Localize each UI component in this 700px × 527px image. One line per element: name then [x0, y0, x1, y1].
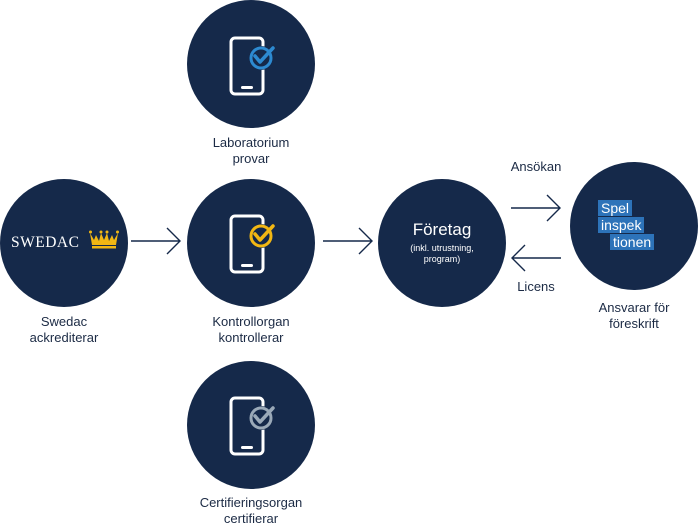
foretag-subtitle-line-2: program): [423, 254, 461, 264]
foretag-subtitle-line-1: (inkl. utrustning,: [410, 243, 474, 253]
phone-check-icon-laboratorium: [229, 36, 275, 96]
edge-label-licens: Licens: [517, 279, 555, 294]
arrow-spelinspektionen-to-foretag: [511, 244, 561, 272]
foretag-title: Företag: [412, 220, 472, 239]
certifieringsorgan-label: Certifieringsorgan certifierar: [177, 495, 325, 527]
kontrollorgan-label-line-2: kontrollerar: [218, 330, 284, 345]
arrow-foretag-to-spelinspektionen: [511, 194, 561, 222]
swedac-label: Swedac ackrediterar: [0, 314, 128, 346]
swedac-label-line-1: Swedac: [40, 314, 88, 329]
swedac-logo-text: SWEDAC: [11, 234, 80, 251]
spelinspektionen-logo-line-2: inspek: [598, 217, 645, 233]
laboratorium-label-line-1: Laboratorium: [212, 135, 290, 150]
swedac-label-line-2: ackrediterar: [29, 330, 99, 345]
certifieringsorgan-label-line-2: certifierar: [223, 511, 279, 526]
kontrollorgan-label: Kontrollorgan kontrollerar: [187, 314, 315, 346]
laboratorium-label-line-2: provar: [232, 151, 270, 166]
spelinspektionen-label-line-1: Ansvarar för: [598, 300, 670, 315]
kontrollorgan-node: [187, 179, 315, 307]
crown-icon: [89, 230, 119, 249]
spelinspektionen-label: Ansvarar för föreskrift: [570, 300, 698, 332]
arrow-kontrollorgan-to-foretag: [323, 227, 373, 255]
laboratorium-label: Laboratorium provar: [187, 135, 315, 167]
phone-check-icon-certifieringsorgan: [229, 396, 275, 456]
spelinspektionen-logo-line-3: tionen: [610, 234, 655, 250]
kontrollorgan-label-line-1: Kontrollorgan: [212, 314, 290, 329]
foretag-node: [378, 179, 506, 307]
spelinspektionen-logo-line-1: Spel: [598, 200, 633, 216]
certifieringsorgan-label-line-1: Certifieringsorgan: [199, 495, 303, 510]
spelinspektionen-label-line-2: föreskrift: [609, 316, 659, 331]
arrow-swedac-to-kontrollorgan: [131, 227, 181, 255]
certifieringsorgan-node: [187, 361, 315, 489]
foretag-subtitle: (inkl. utrustning, program): [378, 243, 506, 265]
phone-check-icon-kontrollorgan: [229, 214, 275, 274]
edge-label-ansokan: Ansökan: [510, 159, 562, 174]
